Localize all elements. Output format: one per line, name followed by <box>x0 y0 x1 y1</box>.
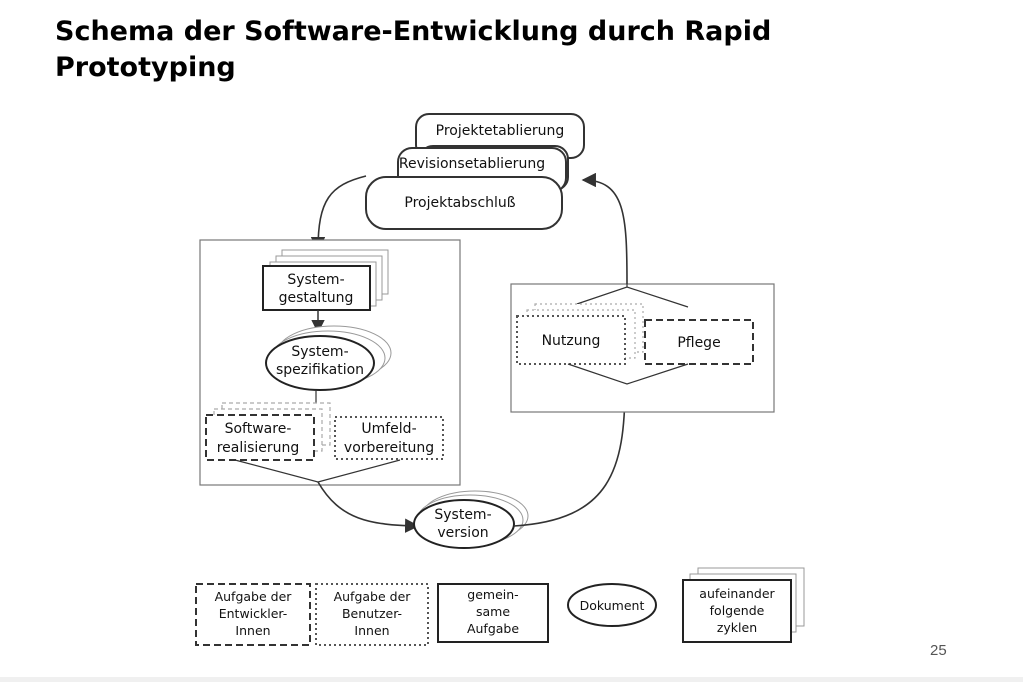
arrow-stack-to-design <box>310 175 367 252</box>
legend-joint-line3: Aufgabe <box>467 621 519 636</box>
software-realization-line2: realisierung <box>217 440 300 456</box>
legend-cycles-line3: zyklen <box>717 620 757 635</box>
top-phase-stack: Projektetablierung Revisionsetablierung … <box>365 113 585 230</box>
phase-revisionsetablierung: Revisionsetablierung <box>399 156 545 172</box>
footer-divider <box>0 677 1023 682</box>
legend-developers-line3: Innen <box>235 623 270 638</box>
legend-users-line3: Innen <box>354 623 389 638</box>
system-design-line2: gestaltung <box>279 290 354 306</box>
legend-users-line1: Aufgabe der <box>334 589 412 604</box>
page-number: 25 <box>930 642 947 659</box>
system-version-line2: version <box>437 525 488 541</box>
system-design-line1: System- <box>287 272 344 288</box>
legend-joint-line1: gemein- <box>467 587 518 602</box>
legend: Aufgabe der Entwickler- Innen Aufgabe de… <box>195 567 805 646</box>
arrow-version-to-usage <box>513 383 633 527</box>
legend-cycles-line1: aufeinander <box>699 586 775 601</box>
arrow-to-system-version <box>317 481 420 533</box>
operation-panel: Nutzung Pflege <box>510 283 775 413</box>
maintenance-label: Pflege <box>677 335 720 351</box>
software-realization-line1: Software- <box>225 421 292 437</box>
legend-cycles-line2: folgende <box>710 603 765 618</box>
development-panel: System- gestaltung System- spezifikation… <box>199 239 461 486</box>
system-spec-line1: System- <box>291 344 348 360</box>
legend-developers-line2: Entwickler- <box>219 606 288 621</box>
usage-label: Nutzung <box>542 333 601 349</box>
legend-joint-line2: same <box>476 604 510 619</box>
system-version-line1: System- <box>434 507 491 523</box>
phase-projektetablierung: Projektetablierung <box>436 123 565 139</box>
arrow-operation-to-stack <box>581 172 628 285</box>
system-spec-line2: spezifikation <box>276 362 364 378</box>
legend-developers-line1: Aufgabe der <box>215 589 293 604</box>
env-prep-line2: vorbereitung <box>344 440 434 456</box>
slide-title: Schema der Software-Entwicklung durch Ra… <box>55 16 772 83</box>
env-prep-line1: Umfeld- <box>361 421 416 437</box>
system-version: System- version <box>413 490 529 549</box>
legend-document: Dokument <box>580 598 645 613</box>
legend-users-line2: Benutzer- <box>342 606 402 621</box>
phase-projektabschluss: Projektabschluß <box>404 195 515 211</box>
